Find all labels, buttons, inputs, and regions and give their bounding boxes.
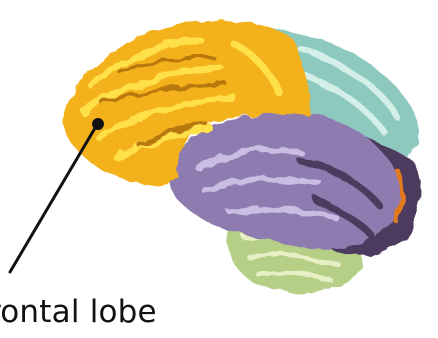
pointer-dot: [92, 118, 104, 130]
frontal-lobe-label: rontal lobe: [0, 294, 157, 330]
pointer-line: [10, 123, 98, 272]
